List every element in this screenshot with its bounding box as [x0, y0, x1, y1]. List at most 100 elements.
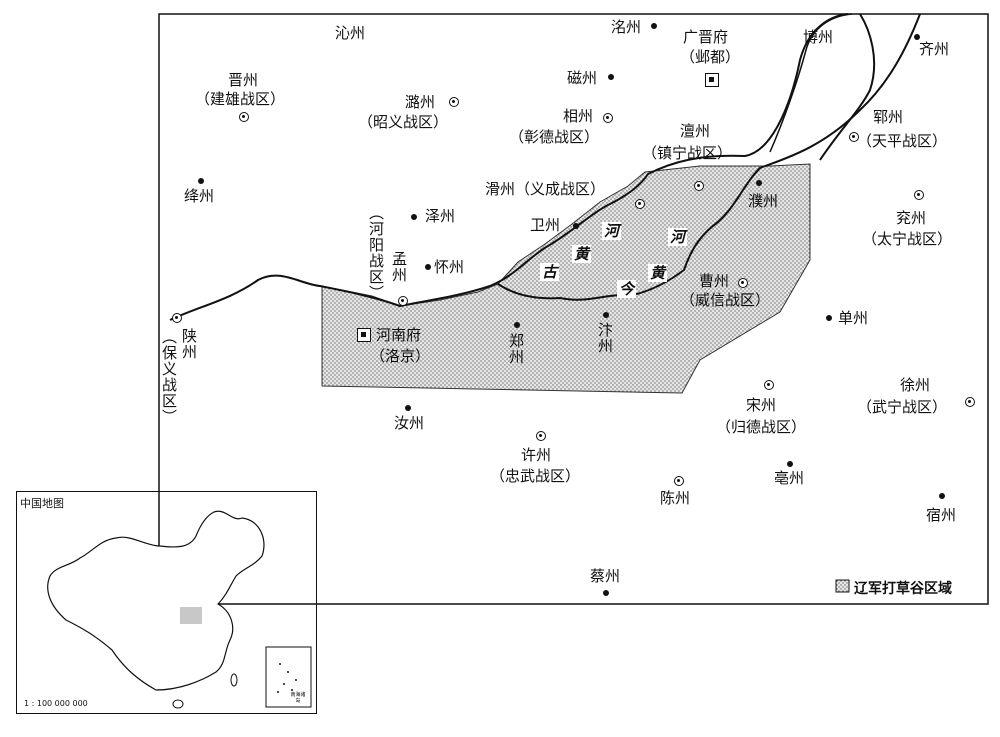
place-note-henan: （洛京） [370, 347, 431, 365]
military-seat-marker-xuzhou [965, 397, 975, 407]
point-marker-bianzhou [603, 312, 609, 318]
prefecture-seat-marker-guangjin [705, 73, 719, 87]
place-label-cizhou: 磁州 [567, 69, 598, 87]
place-label-xiangzhou: 相州 [563, 107, 594, 125]
place-label-chanzhou: 澶州 [680, 122, 711, 140]
military-seat-marker-xiangzhou [603, 113, 613, 123]
place-note-yunzhou: （天平战区） [857, 132, 948, 150]
point-marker-huaizhou [425, 264, 431, 270]
hainan-island [172, 699, 184, 709]
river-label-he-old: 河 [602, 222, 622, 240]
point-marker-bozhou-s [787, 461, 793, 467]
military-seat-marker-chanzhou [694, 181, 704, 191]
place-note-jinzhou: （建雄战区） [195, 90, 286, 108]
point-marker-ruzhou [405, 405, 411, 411]
river-label-jin: 今 [617, 280, 637, 298]
place-note-guangjin: （邺都） [680, 48, 741, 66]
china-outline [47, 510, 265, 691]
place-label-chenzhou: 陈州 [660, 489, 691, 507]
river-label-huang-new: 黄 [648, 264, 668, 282]
place-label-zhengzhou: 郑州 [507, 333, 525, 365]
point-marker-weizhou [573, 223, 579, 229]
place-label-xuchang: 许州 [521, 446, 552, 464]
present-yellow-river [497, 13, 921, 301]
point-marker-suzhou [939, 493, 945, 499]
place-label-shanzhou-e: 单州 [838, 309, 869, 327]
point-marker-zhengzhou [514, 322, 520, 328]
place-label-mingzhou: 洺州 [611, 18, 642, 36]
military-seat-marker-yunzhou [849, 132, 859, 142]
legend-label: 辽军打草谷区域 [854, 581, 952, 597]
place-label-luzhou: 潞州 [405, 93, 436, 111]
south-sea-islands [277, 663, 297, 693]
military-seat-marker-luzhou [449, 97, 459, 107]
river-label-huang-old: 黄 [572, 245, 592, 263]
place-note-xuzhou: （武宁战区） [857, 398, 948, 416]
place-note-shanzhou-w: （保义战区） [160, 329, 178, 425]
upper-river-west [819, 13, 876, 161]
point-marker-cizhou [608, 74, 614, 80]
place-label-zezhou: 泽州 [425, 207, 456, 225]
place-note-chanzhou: （镇宁战区） [642, 144, 733, 162]
place-note-yanzhou: （太宁战区） [862, 230, 953, 248]
place-note-xiangzhou: （彰德战区） [509, 128, 600, 146]
place-label-bozhou: 博州 [803, 28, 834, 46]
ancient-yellow-river-bank [769, 13, 853, 153]
place-label-puzhou: 濮州 [748, 192, 779, 210]
place-note-songzhou: （归德战区） [716, 418, 807, 436]
inset-scale: 1 : 100 000 000 [24, 699, 88, 708]
point-marker-zezhou [411, 214, 417, 220]
river-label-he-new: 河 [668, 228, 688, 246]
military-seat-marker-songzhou [764, 380, 774, 390]
place-label-yunzhou: 郓州 [873, 108, 904, 126]
military-seat-marker-caozhou [738, 278, 748, 288]
place-label-caizhou: 蔡州 [590, 567, 621, 585]
point-marker-shanzhou-e [826, 315, 832, 321]
point-marker-qizhou [914, 34, 920, 40]
place-label-jiangzhou: 绛州 [184, 187, 215, 205]
military-seat-marker-xuchang [536, 431, 546, 441]
place-label-suzhou: 宿州 [926, 506, 957, 524]
place-note-caozhou: （威信战区） [680, 291, 771, 309]
place-note-luzhou: （昭义战区） [358, 113, 449, 131]
place-label-bozhou-s: 亳州 [774, 469, 805, 487]
place-label-weizhou: 卫州 [530, 216, 561, 234]
place-label-shanzhou-w: 陕州 [180, 328, 198, 360]
place-label-caozhou: 曹州 [699, 272, 730, 290]
point-marker-jiangzhou [198, 178, 204, 184]
ancient-yellow-river [169, 13, 849, 321]
place-note-xuchang: （忠武战区） [490, 467, 581, 485]
place-label-yanzhou: 兖州 [896, 209, 927, 227]
place-label-qizhou: 齐州 [919, 40, 950, 58]
place-label-jinzhou: 晋州 [228, 71, 259, 89]
military-seat-marker-chenzhou [674, 476, 684, 486]
south-china-sea-box [265, 646, 312, 708]
inset-corner-text: 南海诸岛 [290, 692, 306, 704]
point-marker-puzhou [756, 180, 762, 186]
place-label-guangjin: 广晋府 [683, 28, 729, 46]
military-seat-marker-shanzhou-w [172, 313, 182, 323]
china-inset-map [47, 510, 312, 709]
point-marker-caizhou [603, 590, 609, 596]
place-label-huazhou: 滑州（义成战区） [485, 180, 606, 198]
place-label-heyang: （河阳战区） [367, 205, 385, 301]
place-label-ruzhou: 汝州 [394, 414, 425, 432]
study-area-highlight [180, 607, 202, 624]
place-label-huaizhou: 怀州 [434, 258, 465, 276]
prefecture-seat-marker-henan [357, 328, 371, 342]
place-label-songzhou: 宋州 [746, 396, 777, 414]
place-label-henan: 河南府 [376, 326, 422, 344]
military-seat-marker-mengzhou [398, 296, 408, 306]
place-label-bianzhou: 汴州 [596, 322, 614, 354]
river-label-gu: 古 [540, 263, 560, 281]
place-label-xuzhou: 徐州 [900, 376, 931, 394]
military-seat-marker-yanzhou [914, 190, 924, 200]
taiwan-island [230, 673, 238, 687]
military-seat-marker-jinzhou [239, 112, 249, 122]
inset-title: 中国地图 [20, 497, 64, 510]
legend-swatch [835, 579, 850, 593]
place-label-mengzhou: 孟州 [390, 251, 408, 283]
military-seat-marker-huazhou [635, 199, 645, 209]
point-marker-mingzhou [651, 23, 657, 29]
